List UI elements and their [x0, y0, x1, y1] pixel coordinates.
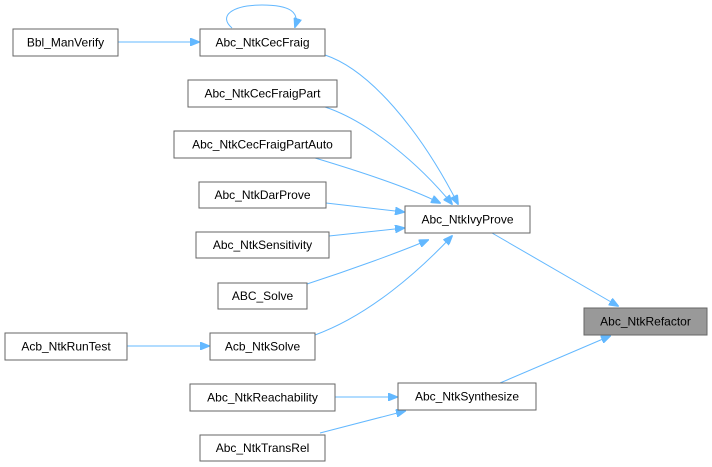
node-label: Acb_NtkRunTest [21, 340, 111, 354]
edge-acbntksolve-to-ivyprove [314, 236, 452, 336]
edge-ivyprove-to-refactor [491, 232, 618, 306]
node-abc-ntkrefactor-focus: Abc_NtkRefactor [583, 307, 708, 336]
node-label: ABC_Solve [232, 289, 294, 303]
node-abc-ntkreachability[interactable]: Abc_NtkReachability [189, 383, 336, 412]
node-abc-ntkivyprove[interactable]: Abc_NtkIvyProve [404, 205, 531, 234]
node-bbl-manverify[interactable]: Bbl_ManVerify [12, 28, 119, 57]
node-abc-ntkdarprove[interactable]: Abc_NtkDarProve [198, 181, 327, 209]
edge-transrel-to-synthesize [319, 411, 405, 434]
node-label: Abc_NtkReachability [207, 391, 318, 405]
node-label: Abc_NtkCecFraig [215, 36, 309, 50]
node-abc-ntkcecfraig[interactable]: Abc_NtkCecFraig [199, 28, 326, 57]
node-label: Abc_NtkSensitivity [213, 238, 312, 252]
node-label: Abc_NtkSynthesize [415, 390, 519, 404]
edge-cecfraigpart-to-ivyprove [324, 106, 452, 204]
node-abc-ntkcecfraigpart[interactable]: Abc_NtkCecFraigPart [187, 79, 338, 108]
node-abc-ntksynthesize[interactable]: Abc_NtkSynthesize [397, 382, 537, 411]
node-abc-ntktransrel[interactable]: Abc_NtkTransRel [199, 434, 326, 462]
node-abc-ntksensitivity[interactable]: Abc_NtkSensitivity [195, 231, 330, 259]
node-label: Abc_NtkDarProve [214, 188, 310, 202]
node-label: Acb_NtkSolve [225, 340, 301, 354]
edge-cecfraigpartauto-to-ivyprove [314, 157, 440, 203]
node-acb-ntksolve[interactable]: Acb_NtkSolve [209, 332, 316, 361]
node-label: Abc_NtkTransRel [216, 441, 310, 455]
edges [118, 4, 618, 434]
node-label: Abc_NtkIvyProve [421, 213, 513, 227]
node-label: Abc_NtkCecFraigPart [204, 87, 321, 101]
edge-cecfraig-self-loop [226, 4, 297, 28]
node-abc-ntkcecfraigpartauto[interactable]: Abc_NtkCecFraigPartAuto [173, 130, 352, 159]
edge-cecfraig-to-ivyprove [324, 54, 458, 204]
node-abc-solve[interactable]: ABC_Solve [217, 282, 308, 310]
edge-abcsolve-to-ivyprove [306, 240, 428, 285]
edge-darprove-to-ivyprove [325, 202, 404, 212]
node-acb-ntkruntest[interactable]: Acb_NtkRunTest [4, 332, 128, 361]
edge-synthesize-to-refactor [499, 336, 610, 384]
node-label: Bbl_ManVerify [27, 36, 104, 50]
edge-sensitivity-to-ivyprove [328, 228, 404, 237]
node-label: Abc_NtkRefactor [600, 315, 691, 329]
node-label: Abc_NtkCecFraigPartAuto [192, 138, 333, 152]
